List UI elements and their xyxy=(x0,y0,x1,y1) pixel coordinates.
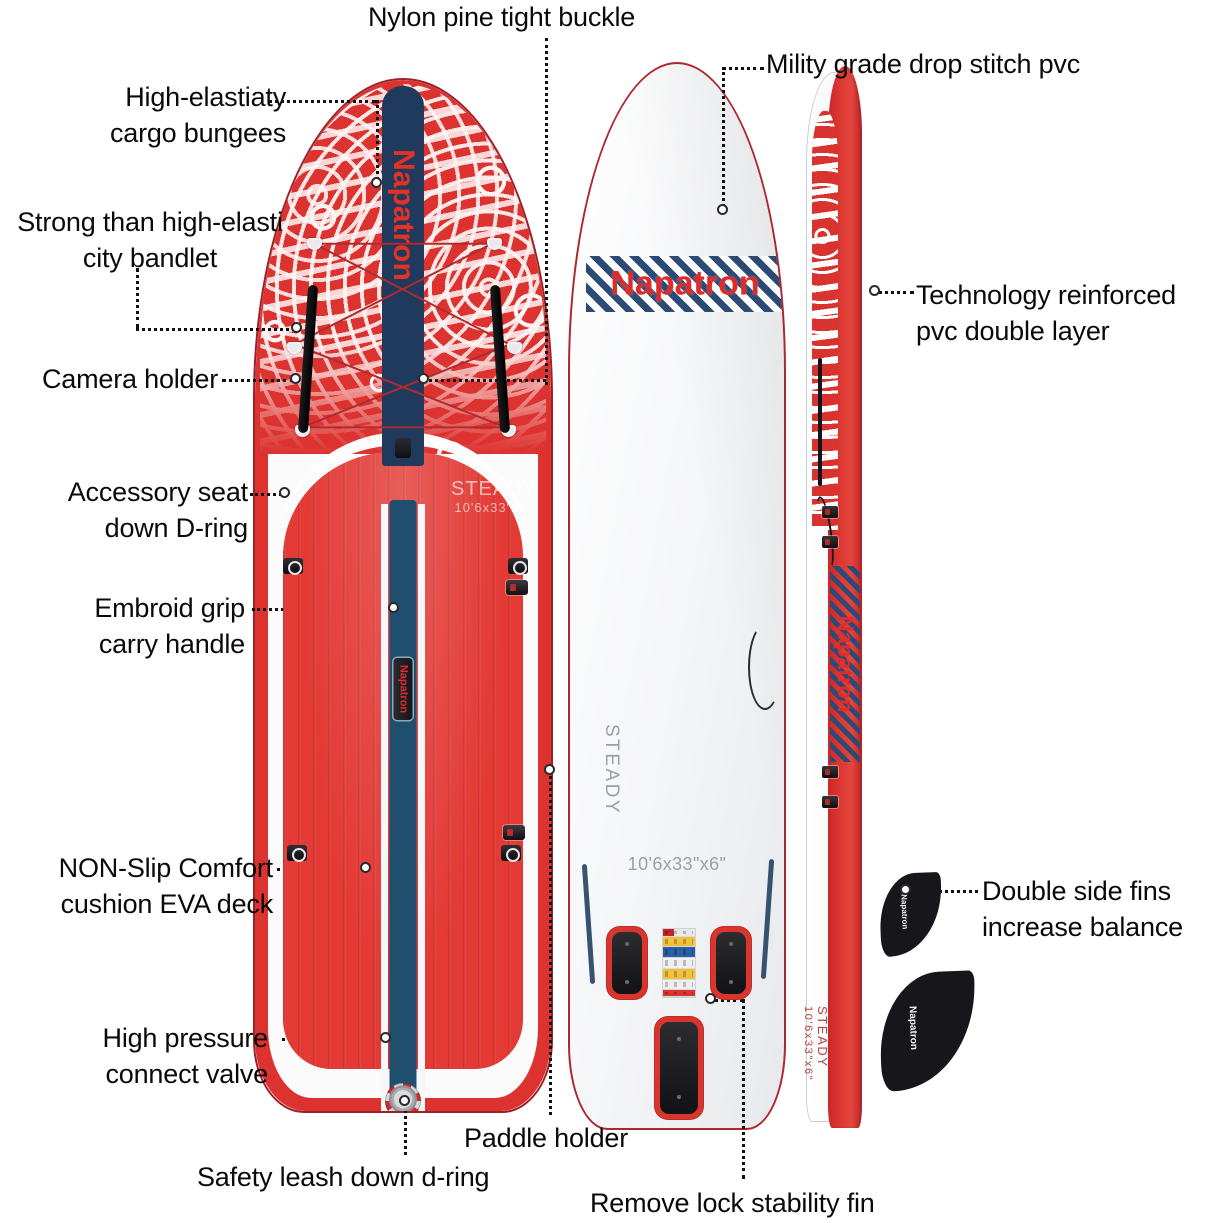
deck-hull: Napatron STEADY 10'6x33"x6" Napatron xyxy=(253,78,553,1113)
accessory-seat-d-ring[interactable] xyxy=(508,558,528,575)
marker-stability-fin xyxy=(705,993,716,1004)
paddle-holder-d-ring[interactable] xyxy=(501,845,521,862)
carry-handle[interactable]: Napatron xyxy=(393,658,413,720)
marker-valve xyxy=(380,1032,391,1043)
leader-stability-fin-v xyxy=(742,999,745,1179)
side-fin-box-right[interactable] xyxy=(710,926,752,1000)
callout-stability-fin: Remove lock stability fin xyxy=(590,1188,875,1218)
side-brand-logo: Napatron xyxy=(830,566,860,762)
center-stability-fin[interactable]: Napatron xyxy=(877,970,979,1092)
callout-eva-deck: NON-Slip Comfort cushion EVA deck xyxy=(58,853,274,919)
callout-paddle-holder: Paddle holder xyxy=(464,1123,629,1153)
bottom-rail-accent-right xyxy=(760,858,775,980)
deck-pad-white-left xyxy=(381,504,388,1111)
side-tribal-pattern xyxy=(812,110,838,530)
leader-camera-holder xyxy=(222,379,294,382)
board-bottom-view: Napatron STEADY 10'6x33"x6" xyxy=(568,62,786,1130)
leader-cargo-bungees-h xyxy=(268,100,376,103)
marker-tech-pvc xyxy=(869,285,880,296)
center-fin-brand-text: Napatron xyxy=(906,1005,920,1051)
callout-valve: High pressure connect valve xyxy=(102,1023,269,1089)
nylon-tight-buckle[interactable] xyxy=(395,438,411,458)
callout-bandlet: Strong than high-elasti city bandlet xyxy=(17,207,283,273)
marker-bandlet xyxy=(291,322,302,333)
leader-nylon-buckle xyxy=(545,38,548,385)
side-paddle-clip[interactable] xyxy=(822,796,838,808)
leader-bandlet-h xyxy=(136,328,295,331)
marker-military-pvc xyxy=(717,204,728,215)
board-side-view: Napatron STEADY 10'6x33"x6" xyxy=(802,66,886,1130)
side-grab-bar xyxy=(818,358,822,486)
leader-safety-leash xyxy=(404,1103,407,1155)
leader-tech-pvc xyxy=(878,291,914,294)
callout-safety-leash: Safety leash down d-ring xyxy=(197,1162,490,1192)
marker-carry-handle xyxy=(388,602,399,613)
callout-camera-holder: Camera holder xyxy=(42,364,218,394)
accessory-seat-d-ring[interactable] xyxy=(283,558,303,575)
bottom-brand-logo: Napatron xyxy=(586,256,784,312)
bottom-size-text: 10'6x33"x6" xyxy=(627,854,727,874)
side-brand-text: Napatron xyxy=(833,615,858,713)
callout-military-pvc: Mility grade drop stitch pvc xyxy=(766,49,1081,79)
bottom-model-text: STEADY xyxy=(601,724,622,816)
callout-double-fins: Double side fins increase balance xyxy=(982,876,1183,942)
deck-brand-text: Napatron xyxy=(387,149,420,281)
deck-model-text: STEADY 10'6x33"x6" xyxy=(451,478,538,515)
paddle-holder-clip[interactable] xyxy=(506,580,528,595)
marker-nylon-buckle xyxy=(418,373,429,384)
callout-cargo-bungees: High-elastiaty cargo bungees xyxy=(109,82,286,148)
leader-nylon-buckle-h xyxy=(424,379,546,382)
side-paddle-clip[interactable] xyxy=(822,506,838,518)
marker-safety-leash xyxy=(399,1095,410,1106)
handle-brand-text: Napatron xyxy=(397,664,409,714)
callout-tech-pvc: Technology reinforced pvc double layer xyxy=(916,280,1176,346)
leader-paddle-holder xyxy=(549,770,552,1115)
leader-military-pvc-v xyxy=(722,67,725,207)
deck-nose-stripe: Napatron xyxy=(382,86,424,466)
paddle-holder-clip[interactable] xyxy=(503,825,525,840)
leader-stability-fin-h xyxy=(714,999,744,1002)
side-paddle-clip[interactable] xyxy=(822,536,838,548)
bottom-brand-text: Napatron xyxy=(610,264,760,303)
side-fin-box-left[interactable] xyxy=(606,926,648,1000)
leader-accessory-dring xyxy=(250,493,282,496)
marker-camera-holder xyxy=(290,373,301,384)
callout-carry-handle: Embroid grip carry handle xyxy=(94,593,245,659)
deck-center-stripe xyxy=(389,500,417,1111)
marker-double-fins xyxy=(900,884,911,895)
board-deck-view: Napatron STEADY 10'6x33"x6" Napatron xyxy=(253,78,553,1113)
marker-accessory-dring xyxy=(279,487,290,498)
bottom-rail-accent-left xyxy=(581,863,596,985)
marker-cargo-bungees xyxy=(371,177,382,188)
leader-cargo-bungees-v xyxy=(376,100,379,180)
leader-bandlet-v xyxy=(136,268,139,328)
accessory-seat-d-ring[interactable] xyxy=(287,845,307,862)
leash-cord xyxy=(748,624,782,710)
side-paddle-clip[interactable] xyxy=(822,766,838,778)
marker-eva-deck xyxy=(360,862,371,873)
center-fin-box[interactable] xyxy=(654,1016,704,1120)
leader-double-fins xyxy=(910,890,978,893)
warning-sticker xyxy=(662,928,696,998)
leader-military-pvc-h xyxy=(722,67,764,70)
marker-paddle-holder xyxy=(544,764,555,775)
side-fin[interactable]: Napatron xyxy=(878,871,944,958)
deck-pad-white-right xyxy=(418,504,425,1111)
side-fin-brand-text: Napatron xyxy=(899,894,910,930)
callout-nylon-buckle: Nylon pine tight buckle xyxy=(368,2,636,32)
callout-accessory-dring: Accessory seat down D-ring xyxy=(67,477,248,543)
bottom-hull: Napatron STEADY 10'6x33"x6" xyxy=(568,62,786,1130)
side-model-text: STEADY 10'6x33"x6" xyxy=(801,1006,830,1082)
